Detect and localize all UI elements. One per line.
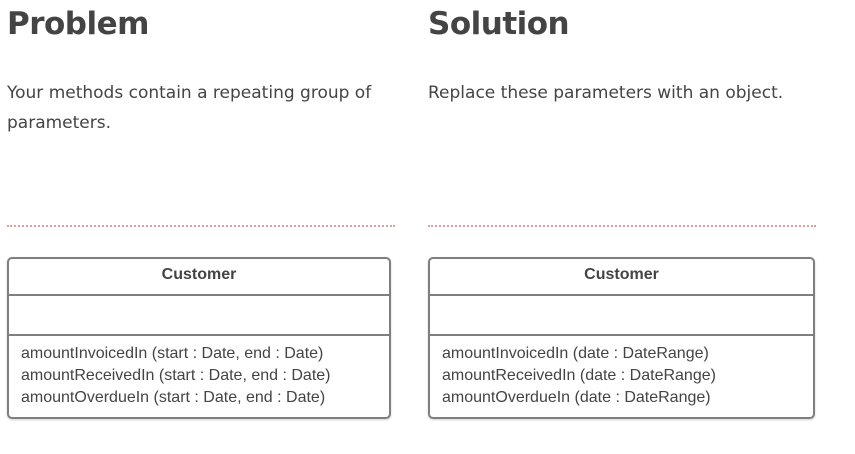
problem-class-diagram: Customer amountInvoicedIn (start : Date,… [7, 257, 391, 419]
solution-heading: Solution [428, 6, 570, 42]
solution-class-attributes [430, 296, 813, 336]
problem-class-attributes [9, 296, 389, 336]
problem-class-methods: amountInvoicedIn (start : Date, end : Da… [9, 336, 389, 409]
problem-method-received: amountReceivedIn (start : Date, end : Da… [21, 367, 331, 384]
solution-divider [428, 225, 816, 227]
problem-class-name: Customer [9, 259, 389, 296]
solution-method-invoiced: amountInvoicedIn (date : DateRange) [442, 345, 709, 362]
solution-method-received: amountReceivedIn (date : DateRange) [442, 367, 716, 384]
problem-description: Your methods contain a repeating group o… [7, 83, 372, 133]
solution-class-name: Customer [430, 259, 813, 296]
solution-class-diagram: Customer amountInvoicedIn (date : DateRa… [428, 257, 815, 419]
problem-method-invoiced: amountInvoicedIn (start : Date, end : Da… [21, 345, 324, 362]
solution-method-overdue: amountOverdueIn (date : DateRange) [442, 389, 711, 406]
solution-class-methods: amountInvoicedIn (date : DateRange) amou… [430, 336, 813, 409]
solution-description: Replace these parameters with an object. [428, 83, 784, 103]
problem-method-overdue: amountOverdueIn (start : Date, end : Dat… [21, 389, 326, 406]
problem-divider [7, 225, 395, 227]
problem-heading: Problem [7, 6, 149, 42]
